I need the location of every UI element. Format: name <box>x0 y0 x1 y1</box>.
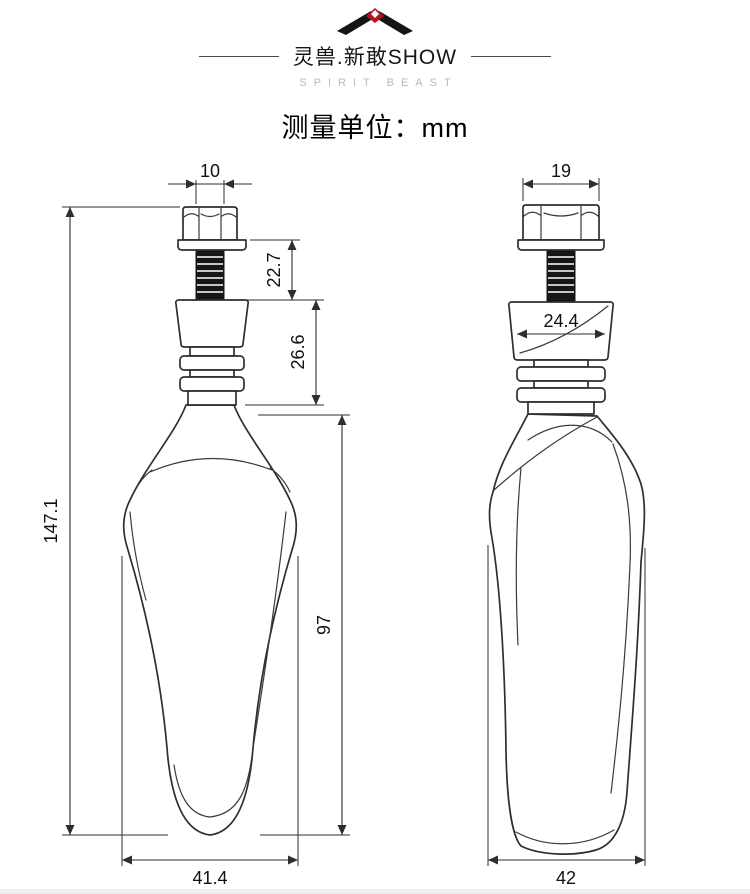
dim-right-bolt-width: 19 <box>522 161 600 201</box>
left-signal-dimensions: 10 22.7 26.6 147.1 97 <box>41 161 350 888</box>
left-mount-body <box>174 299 250 348</box>
brand-logo <box>0 6 750 38</box>
left-lamp-body <box>122 404 298 836</box>
dim-left-total-height: 147.1 <box>41 206 180 836</box>
right-threaded-stud-icon <box>546 249 576 303</box>
right-spacer-rings <box>516 359 606 415</box>
left-flange-washer <box>177 239 247 251</box>
dim-left-thread-length: 22.7 <box>232 239 324 301</box>
measurement-unit-title: 测量单位：mm <box>281 113 469 143</box>
brand-logo-icon <box>337 8 413 35</box>
dim-right-mount-width-label: 24.4 <box>543 311 578 331</box>
dim-left-thread-length-label: 22.7 <box>264 252 284 287</box>
page-bottom-divider <box>0 889 750 894</box>
dim-left-total-height-label: 147.1 <box>41 498 61 543</box>
brand-name-row: 灵兽.新敢SHOW <box>0 41 750 71</box>
left-hex-bolt-icon <box>182 206 238 241</box>
dim-left-body-height: 97 <box>258 414 350 836</box>
dim-left-mount-height: 26.6 <box>245 300 324 406</box>
brand-header: 灵兽.新敢SHOW SPIRIT BEAST <box>0 0 750 89</box>
right-signal-dimensions: 19 24.4 42 <box>487 161 646 888</box>
dim-left-max-width: 41.4 <box>121 556 299 888</box>
dim-left-max-width-label: 41.4 <box>192 868 227 888</box>
dim-left-thread-width: 10 <box>168 161 252 204</box>
dimension-diagram: 10 22.7 26.6 147.1 97 <box>41 161 646 888</box>
right-flange-washer <box>517 239 605 251</box>
left-threaded-stud-icon <box>195 249 225 301</box>
right-hex-bolt-icon <box>522 204 600 241</box>
brand-name-en: SPIRIT BEAST <box>299 77 458 89</box>
left-signal-drawing <box>122 206 298 836</box>
right-signal-drawing <box>488 204 646 855</box>
dim-left-thread-width-label: 10 <box>200 161 220 181</box>
left-lens-contours <box>129 457 291 818</box>
right-lamp-body <box>488 413 646 855</box>
left-spacer-rings <box>179 346 245 406</box>
brand-name-cn: 灵兽.新敢SHOW <box>292 46 458 69</box>
brand-rule-right <box>471 55 552 57</box>
dim-right-bolt-width-label: 19 <box>551 161 571 181</box>
right-lens-facets <box>493 416 632 845</box>
dim-left-body-height-label: 97 <box>314 615 334 635</box>
dim-right-max-width: 42 <box>487 545 646 888</box>
brand-rule-left <box>198 55 279 57</box>
dim-left-mount-height-label: 26.6 <box>288 334 308 369</box>
dim-right-mount-width: 24.4 <box>517 311 605 339</box>
dim-right-max-width-label: 42 <box>556 868 576 888</box>
